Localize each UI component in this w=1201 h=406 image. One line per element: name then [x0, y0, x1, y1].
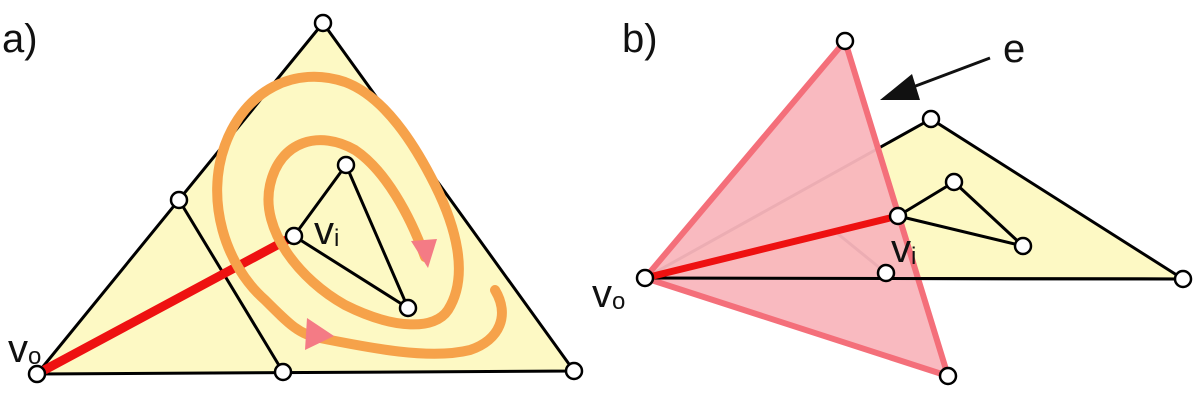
vertex-b-2 — [921, 109, 941, 129]
vertex-a-3 — [27, 364, 47, 384]
vertex-a-7 — [336, 155, 356, 175]
vertex-b-9 — [938, 366, 958, 386]
vertex-b-1 — [835, 31, 855, 51]
vertex-b-6 — [876, 263, 896, 283]
vertex-a-8 — [398, 298, 418, 318]
vertex-label-vo-b: vo — [592, 272, 625, 316]
vertex-b-4 — [888, 206, 908, 226]
red-edge-b — [641, 212, 902, 282]
edge-pointer-line — [904, 56, 991, 92]
vertex-label-vi-b: vi — [891, 227, 916, 271]
edge-pointer-arrowhead — [880, 74, 920, 100]
vertex-label-vo-a: vo — [8, 327, 41, 371]
vertex-a-2 — [169, 190, 189, 210]
panel-a-label: a) — [2, 17, 38, 61]
vertex-b-7 — [635, 268, 655, 288]
inner-triangle-a — [292, 163, 410, 310]
vertex-a-4 — [273, 362, 293, 382]
interior-edge-a — [177, 199, 285, 373]
panel-b: b) e vo vi — [592, 17, 1193, 386]
vertex-a-5 — [564, 361, 584, 381]
panel-b-label: b) — [622, 17, 658, 61]
spiral-arrowhead-2 — [305, 318, 334, 350]
panel-a: a) vo vi — [2, 13, 584, 384]
edge-label-e: e — [1003, 27, 1025, 71]
vertex-b-8 — [1173, 269, 1193, 289]
vertex-b-5 — [1013, 236, 1033, 256]
vertex-b-3 — [944, 172, 964, 192]
spiral-arrowhead-1 — [411, 239, 437, 268]
vertex-a-6 — [284, 226, 304, 246]
vertex-a-1 — [313, 13, 333, 33]
inner-triangle-b — [896, 180, 1025, 248]
vertex-label-vi-a: vi — [314, 209, 339, 253]
base-edge-b — [644, 276, 1184, 281]
red-edge-a — [32, 231, 299, 379]
